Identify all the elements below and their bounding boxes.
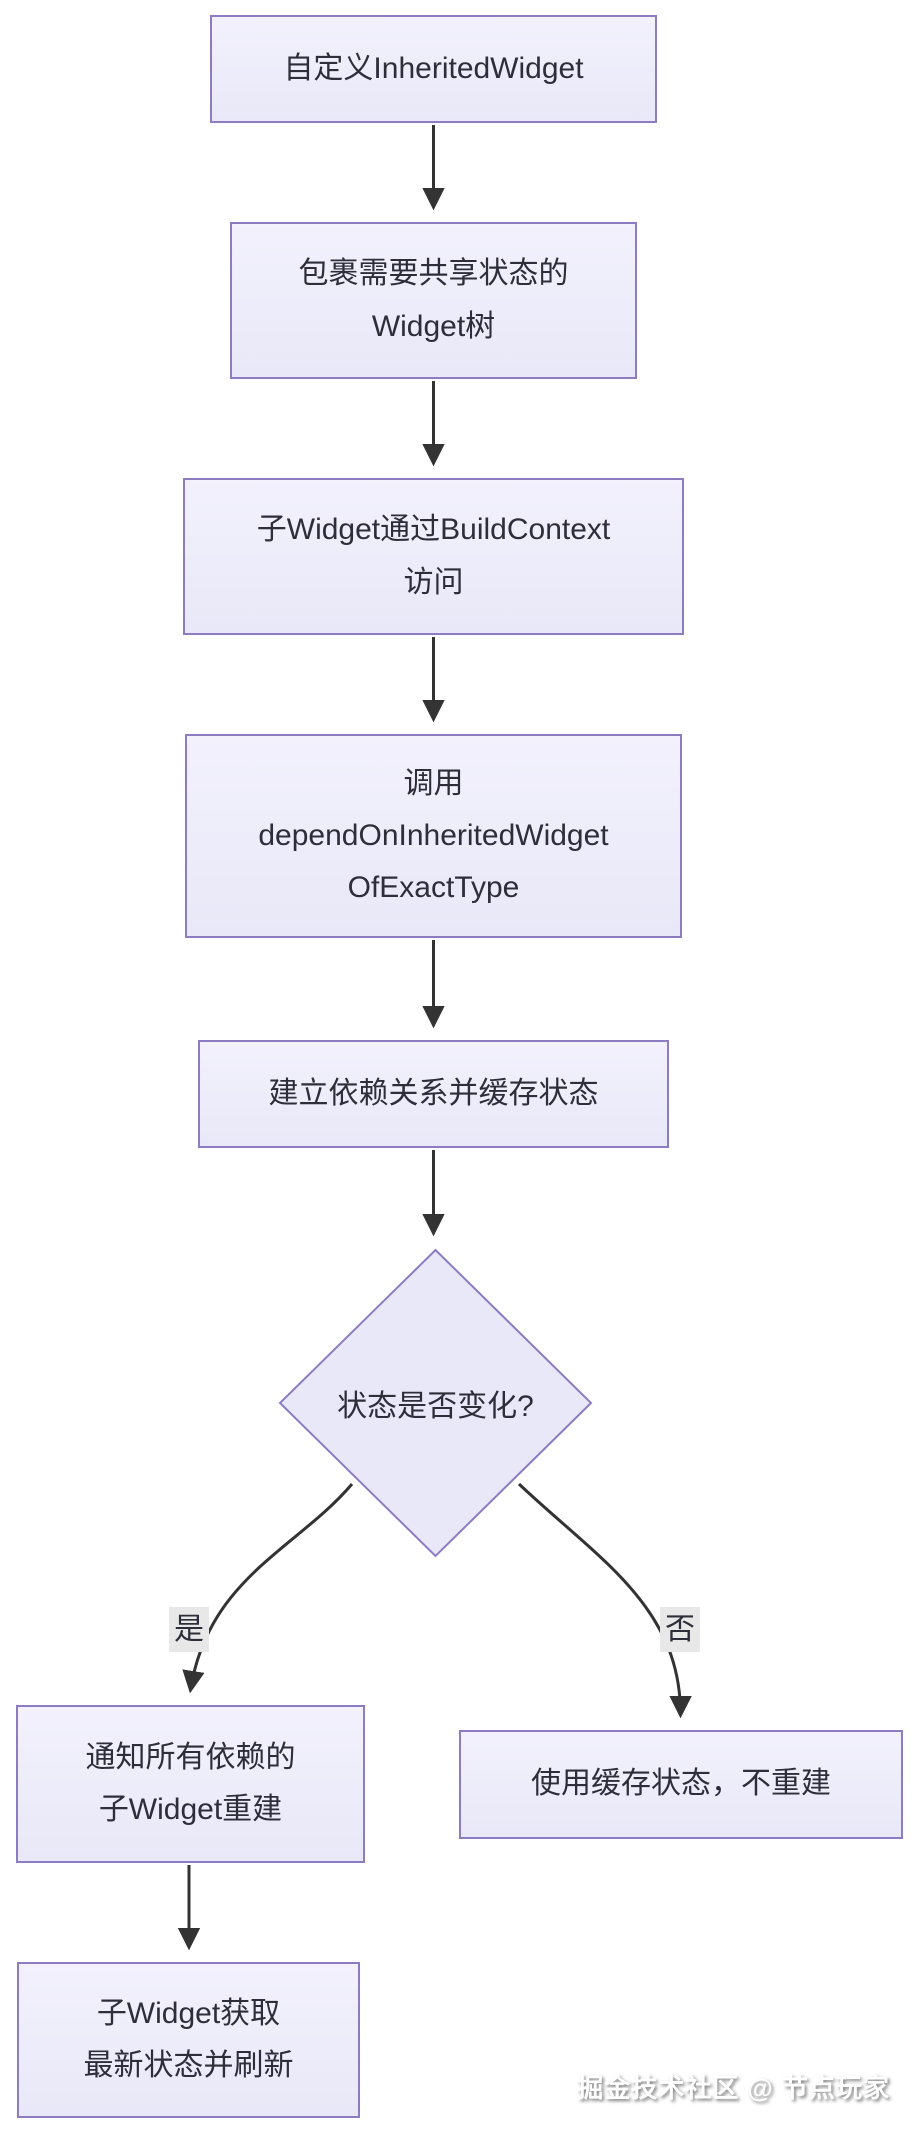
node-label: 建立依赖关系并缓存状态 — [268, 1076, 599, 1110]
node-use-cached-state: 使用缓存状态，不重建 — [459, 1730, 903, 1839]
node-label: 子Widget重建 — [98, 1793, 283, 1826]
edge-label-yes: 是 — [169, 1607, 209, 1652]
node-call-dependon: 调用 dependOnInheritedWidget OfExactType — [185, 734, 682, 938]
node-wrap-widget-tree: 包裹需要共享状态的 Widget树 — [230, 222, 637, 379]
node-custom-inheritedwidget: 自定义InheritedWidget — [210, 15, 657, 123]
node-label: 自定义InheritedWidget — [283, 51, 584, 85]
node-label: OfExactType — [347, 871, 520, 905]
watermark-text: 掘金技术社区 @ 节点玩家 — [577, 2073, 890, 2103]
edge-label-no: 否 — [660, 1607, 700, 1652]
node-label: 访问 — [403, 565, 464, 599]
edge-decision-no — [517, 1482, 692, 1719]
node-access-via-buildcontext: 子Widget通过BuildContext 访问 — [183, 478, 684, 635]
node-label: 最新状态并刷新 — [83, 2049, 294, 2082]
node-label: dependOnInheritedWidget — [258, 818, 609, 852]
node-label: 通知所有依赖的 — [85, 1740, 296, 1774]
node-notify-dependents-rebuild: 通知所有依赖的 子Widget重建 — [16, 1705, 365, 1863]
decision-diamond-shape — [278, 1248, 593, 1558]
edge-decision-yes — [182, 1483, 354, 1694]
node-label: 包裹需要共享状态的 — [298, 257, 569, 291]
node-build-dependency-cache: 建立依赖关系并缓存状态 — [198, 1040, 669, 1148]
node-label: 调用 — [403, 766, 464, 800]
node-label: 子Widget获取 — [96, 1996, 281, 2030]
decision-node-label: 状态是否变化? — [337, 1390, 534, 1423]
node-label: 子Widget通过BuildContext — [256, 513, 611, 547]
node-child-widget-refresh: 子Widget获取 最新状态并刷新 — [17, 1962, 360, 2118]
node-label: 使用缓存状态，不重建 — [531, 1767, 831, 1801]
node-label: Widget树 — [371, 309, 496, 343]
